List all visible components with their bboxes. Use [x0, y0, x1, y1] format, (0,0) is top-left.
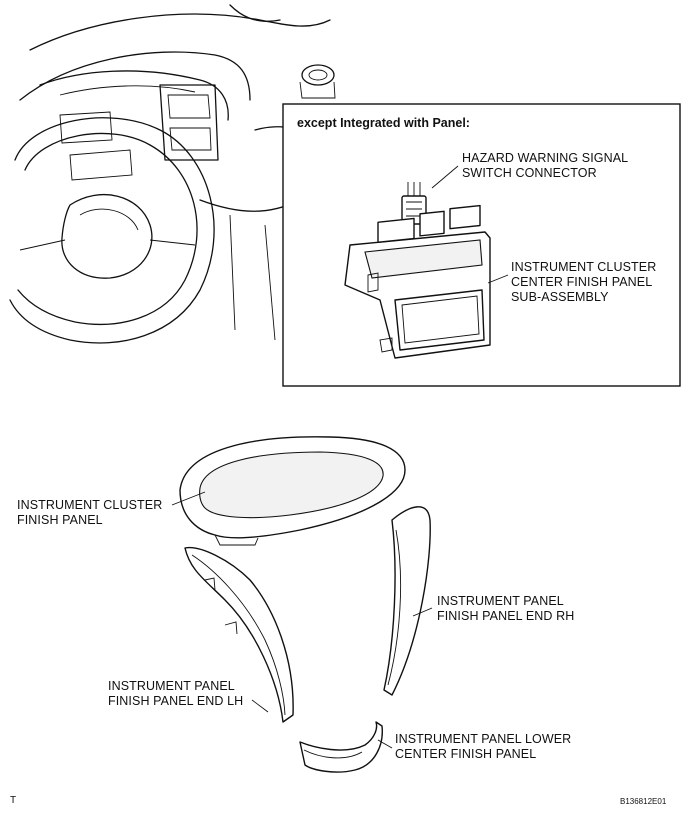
leader-lines: [171, 165, 509, 749]
label-line: FINISH PANEL: [17, 513, 103, 527]
label-line: INSTRUMENT PANEL LOWER: [395, 732, 572, 746]
label-lower-center-panel: INSTRUMENT PANEL LOWER CENTER FINISH PAN…: [395, 732, 571, 762]
panel-end-lh-icon: [184, 546, 294, 723]
label-hazard-connector: HAZARD WARNING SIGNAL SWITCH CONNECTOR: [462, 151, 628, 181]
label-line: INSTRUMENT PANEL: [108, 679, 235, 693]
label-line: INSTRUMENT CLUSTER: [511, 260, 657, 274]
label-line: SWITCH CONNECTOR: [462, 166, 597, 180]
label-line: SUB-ASSEMBLY: [511, 290, 609, 304]
figure-code: B136812E01: [620, 797, 667, 806]
cluster-finish-panel-icon: [179, 436, 406, 546]
label-line: FINISH PANEL END RH: [437, 609, 575, 623]
label-line: INSTRUMENT PANEL: [437, 594, 564, 608]
inset-title: except Integrated with Panel:: [297, 116, 470, 130]
label-panel-end-rh: INSTRUMENT PANEL FINISH PANEL END RH: [437, 594, 574, 624]
dashboard-illustration: [9, 4, 355, 344]
label-cluster-finish-panel: INSTRUMENT CLUSTER FINISH PANEL: [17, 498, 162, 528]
label-center-finish-panel: INSTRUMENT CLUSTER CENTER FINISH PANEL S…: [511, 260, 656, 305]
label-panel-end-lh: INSTRUMENT PANEL FINISH PANEL END LH: [108, 679, 243, 709]
label-line: CENTER FINISH PANEL: [511, 275, 653, 289]
label-line: INSTRUMENT CLUSTER: [17, 498, 163, 512]
label-line: CENTER FINISH PANEL: [395, 747, 537, 761]
lower-center-panel-icon: [299, 721, 383, 773]
corner-mark: T: [10, 795, 17, 806]
center-finish-panel-icon: [344, 204, 491, 359]
label-line: HAZARD WARNING SIGNAL: [462, 151, 629, 165]
panel-end-rh-icon: [383, 506, 431, 696]
label-line: FINISH PANEL END LH: [108, 694, 244, 708]
